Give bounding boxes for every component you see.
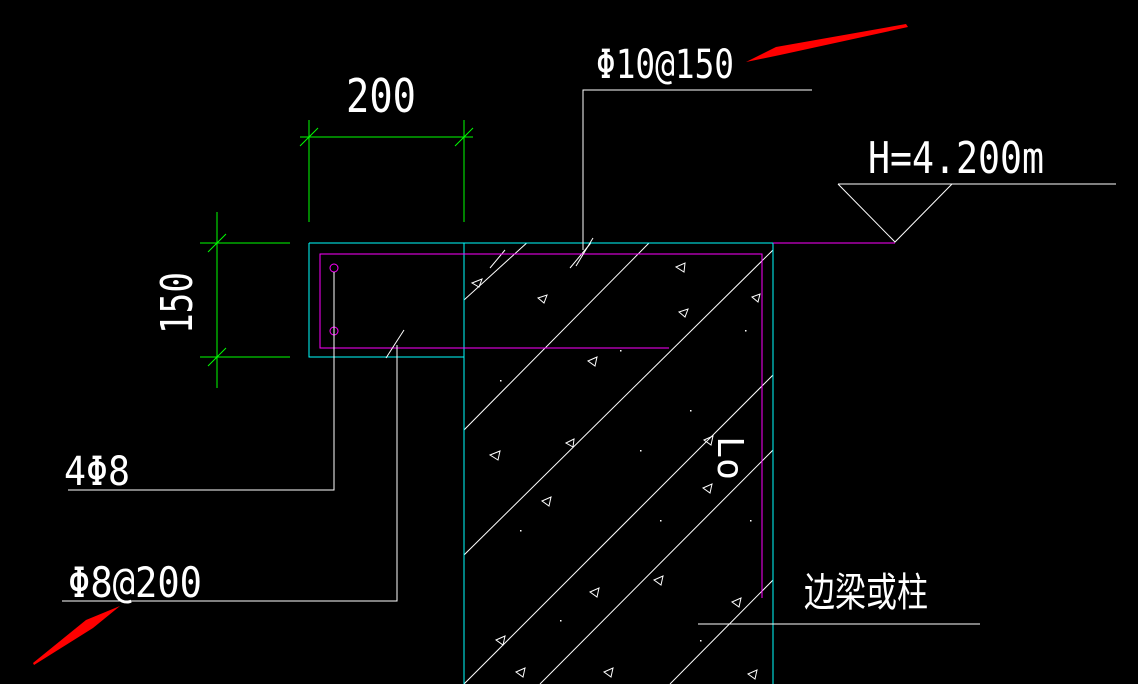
lo-label: Lo bbox=[709, 436, 750, 480]
concrete-dots bbox=[500, 330, 752, 642]
elevation-label: H=4.200m bbox=[868, 133, 1044, 184]
concrete-hatch bbox=[464, 243, 773, 684]
member-outline bbox=[308, 242, 774, 684]
annotation-arrows bbox=[33, 24, 908, 665]
stirrups-label: Φ8@200 bbox=[68, 558, 202, 607]
height-dimension-label: 150 bbox=[152, 272, 203, 334]
long-bars-label: 4Φ8 bbox=[64, 449, 130, 495]
concrete-aggregate bbox=[470, 262, 761, 680]
top-rebar-label: Φ10@150 bbox=[596, 42, 734, 88]
width-dimension-label: 200 bbox=[346, 69, 416, 123]
rebar bbox=[319, 242, 895, 598]
red-arrow-top bbox=[746, 24, 908, 62]
red-arrow-bottom bbox=[33, 606, 120, 665]
leader-lines bbox=[62, 89, 1116, 625]
beam-or-column-label: 边梁或柱 bbox=[804, 570, 928, 616]
dimension-lines bbox=[200, 120, 474, 388]
